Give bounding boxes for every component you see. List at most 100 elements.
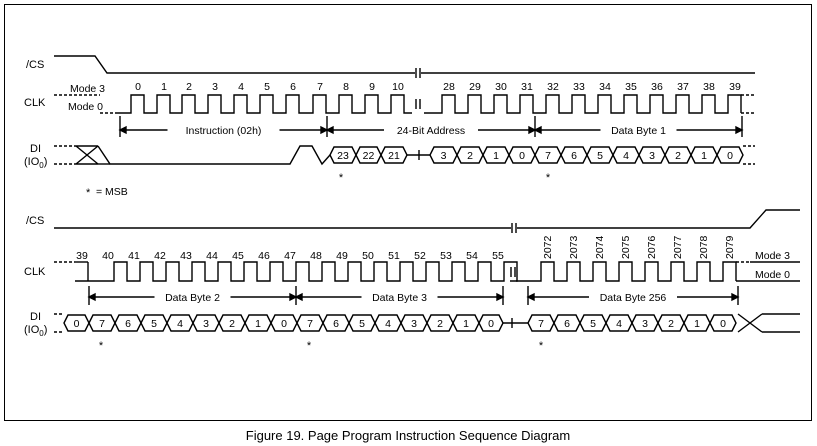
span-data-byte-256: Data Byte 256 [526,292,740,304]
break-gap [415,99,421,109]
clock-number: 42 [154,250,166,262]
data-bit-label: 1 [255,318,261,330]
data-bit-label: 0 [720,318,726,330]
di-bit-cell: 5 [579,314,607,332]
clock-number: 46 [258,250,270,262]
clock-number: 2072 [542,235,554,259]
clk-label: CLK [24,97,46,109]
clock-number: 35 [625,81,637,93]
di-bit-cell: 3 [400,314,428,332]
clock-number: 28 [443,81,455,93]
clock-number: 49 [336,250,348,262]
clock-number: 38 [703,81,715,93]
msb-marker: * [539,340,544,352]
data-cell-outline [709,314,737,332]
clock-number: 31 [521,81,533,93]
di-bit-cell: 6 [553,314,581,332]
di-bit-cell: 21 [380,146,408,164]
clock-number: 33 [573,81,585,93]
clk-waveform-a [118,94,412,114]
cs-break [415,68,421,78]
span-label: Data Byte 1 [611,125,666,137]
clk-waveform-a [75,261,518,282]
clock-number: 7 [317,81,323,93]
data-bit-label: 6 [125,318,131,330]
di-bit-cell: 4 [612,146,640,164]
clk-break [415,99,421,109]
data-cell-outline [716,146,744,164]
di-bit-cell: 2 [426,314,454,332]
di-waveform [97,145,331,166]
data-bit-label: 0 [519,150,525,162]
data-bit-label: 5 [359,318,365,330]
di-bit-cell: 0 [63,314,90,332]
span-arrow-left [87,292,96,302]
data-bit-label: 6 [333,318,339,330]
data-bit-label: 0 [74,318,80,330]
msb-marker: * [99,340,104,352]
span-data-byte-3: Data Byte 3 [294,292,505,304]
clock-number: 2079 [724,235,736,259]
data-bit-label: 21 [388,150,400,162]
data-bit-label: 7 [307,318,313,330]
di-bit-cell: 2 [664,146,692,164]
clock-number: 1 [161,81,167,93]
clock-number: 32 [547,81,559,93]
mode3-label: Mode 3 [70,83,105,95]
data-bit-label: 2 [668,318,674,330]
di-paren: ) [44,324,48,336]
di-bit-cell: 22 [355,146,382,164]
di-bit-cell: 2 [657,314,685,332]
data-bit-label: 4 [385,318,391,330]
data-bit-label: 7 [99,318,105,330]
data-bit-label: 3 [411,318,417,330]
clock-number: 43 [180,250,192,262]
data-bit-label: 2 [437,318,443,330]
clock-number: 40 [102,250,114,262]
data-bit-label: 3 [203,318,209,330]
mode0-label: Mode 0 [755,269,790,281]
clock-number: 2078 [698,235,710,259]
clk-waveform-b [516,261,737,282]
di-label: DI [30,311,41,323]
clock-number: 29 [469,81,481,93]
span-label: Data Byte 256 [600,292,667,304]
data-bit-label: 1 [493,150,499,162]
clock-number: 0 [135,81,141,93]
span-arrow-right [289,292,298,302]
di-bit-cell: 7 [296,314,324,332]
di-bit-cell: 5 [586,146,614,164]
data-bit-label: 2 [675,150,681,162]
data-bit-label: 5 [597,150,603,162]
data-bit-label: 1 [694,318,700,330]
data-bit-label: 4 [177,318,183,330]
break-gap [415,68,421,78]
span-arrow-right [735,125,744,135]
span-label: Instruction (02h) [186,125,262,137]
di-bit-cell: 7 [534,146,562,164]
di-bit-cell: 3 [631,314,659,332]
clock-number: 55 [492,250,504,262]
span-label: Data Byte 3 [372,292,427,304]
data-bit-label: 5 [151,318,157,330]
clock-number: 2076 [646,235,658,259]
data-bit-label: 4 [623,150,629,162]
span-arrow-right [731,292,740,302]
di-bit-cell: 5 [140,314,168,332]
di-bit-cell: 1 [244,314,272,332]
span-arrow-left [294,292,303,302]
cs-break [511,223,517,233]
span-instruction: Instruction (02h) [118,125,329,137]
span-arrow-left [325,125,334,135]
data-bit-label: 3 [441,150,447,162]
span-data-byte-1: Data Byte 1 [533,125,744,137]
di-bit-cell: 0 [270,314,298,332]
data-bit-label: 1 [701,150,707,162]
clock-number: 48 [310,250,322,262]
clock-number: 45 [232,250,244,262]
clock-number: 51 [388,250,400,262]
span-label: 24-Bit Address [397,125,465,137]
span-arrow-right [496,292,505,302]
